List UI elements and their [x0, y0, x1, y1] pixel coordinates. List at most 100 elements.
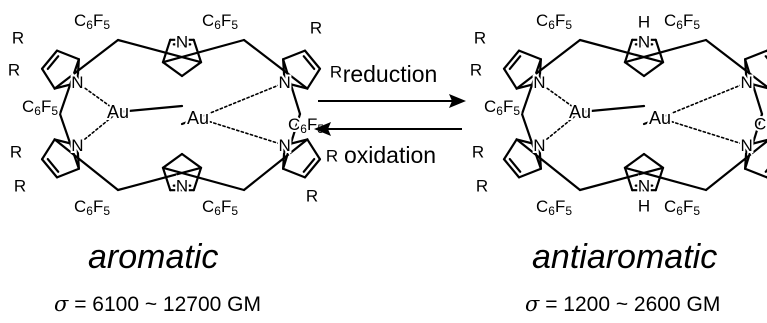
gold-label: Au: [107, 102, 129, 122]
sigma-symbol: σ: [525, 292, 540, 316]
coordination-bond: [76, 111, 119, 147]
nitrogen-label: N: [71, 73, 83, 92]
hydrogen-label: H: [638, 13, 650, 32]
ring-bond: [502, 138, 518, 161]
meso-bond: [116, 38, 203, 64]
nitrogen-label: N: [176, 177, 188, 196]
coordination-bond: [659, 117, 748, 147]
ring-double-bond: [46, 157, 60, 173]
forward-arrow-head: [449, 94, 466, 108]
meso-bond: [704, 38, 767, 89]
ring-bond: [180, 152, 203, 169]
ring-bond: [745, 81, 767, 90]
ring-bond: [745, 138, 767, 147]
ring-bond: [303, 49, 322, 70]
ring-bond: [654, 166, 665, 192]
ring-double-bond: [302, 157, 316, 173]
meso-bond: [161, 166, 246, 192]
sigma-symbol: σ: [54, 292, 69, 316]
ring-bond: [744, 49, 767, 61]
meso-bond: [515, 138, 582, 192]
nitrogen-label: N: [740, 136, 752, 155]
ring-bond: [53, 81, 79, 90]
sigma-range: = 1200 ~ 2600 GM: [545, 293, 721, 316]
pentafluorophenyl-label: C6F5: [536, 197, 572, 219]
ring-bond: [623, 166, 634, 192]
nitrogen-label: N: [71, 136, 83, 155]
meso-bond: [161, 38, 246, 64]
ring-bond: [282, 49, 307, 61]
meso-bond: [520, 112, 542, 170]
pentafluorophenyl-label: C6F5: [664, 197, 700, 219]
substituent-label: R: [306, 187, 318, 206]
ring-bond: [623, 61, 646, 78]
ring-bond: [192, 166, 203, 192]
ring-double-bond: [508, 157, 522, 173]
meso-bond: [520, 58, 542, 116]
coordination-bond: [197, 117, 286, 147]
equilibrium-arrows: reduction oxidation: [314, 61, 466, 168]
ring-double-bond: [46, 55, 60, 71]
ring-bond: [502, 67, 518, 90]
coordination-bond: [76, 81, 119, 113]
gold-label: Au: [649, 108, 671, 128]
ring-bond: [55, 49, 80, 61]
ring-bond: [40, 138, 56, 161]
meso-bond: [242, 138, 309, 192]
meso-bond: [744, 112, 764, 170]
substituent-label: R: [472, 143, 484, 162]
meso-bond: [58, 58, 80, 116]
ring-double-bond: [302, 55, 316, 71]
ring-double-bond: [508, 55, 522, 71]
pentafluorophenyl-label: C6F5: [74, 197, 110, 219]
ring-bond: [283, 138, 309, 147]
gold-carbon-bond: [180, 116, 200, 126]
substituent-label: R: [474, 29, 486, 48]
ring-bond: [161, 38, 172, 64]
nitrogen-label: N: [638, 33, 650, 52]
meso-bond: [53, 38, 120, 90]
oxidation-label: oxidation: [344, 142, 436, 168]
coordination-bond: [197, 81, 286, 119]
meso-bond: [578, 38, 665, 64]
meso-bond: [515, 38, 582, 90]
coordination-bond: [538, 81, 581, 113]
ring-bond: [192, 38, 203, 64]
right-molecule: NNNNAuAuNNHHRRRRRRRRC6F5C6F5C6F5C6FC6F5C…: [468, 9, 767, 220]
nitrogen-label: N: [176, 33, 188, 52]
ring-bond: [306, 67, 322, 90]
ring-bond: [55, 167, 80, 179]
nitrogen-label: N: [533, 136, 545, 155]
ring-bond: [502, 158, 521, 179]
aromatic-label: aromatic: [88, 238, 219, 276]
meso-bond: [744, 58, 764, 116]
ring-bond: [515, 138, 541, 147]
meso-bond: [58, 112, 80, 170]
ring-bond: [282, 167, 307, 179]
substituent-label: R: [12, 29, 24, 48]
nitrogen-label: N: [278, 136, 290, 155]
meso-bond: [282, 112, 302, 170]
hydrogen-label: H: [638, 197, 650, 216]
meso-bond: [623, 38, 708, 64]
ring-bond: [642, 152, 665, 169]
ring-bond: [502, 49, 521, 70]
ring-bond: [40, 49, 59, 70]
ring-bond: [283, 81, 309, 90]
nitrogen-label: N: [278, 73, 290, 92]
pentafluorophenyl-label: C6F5: [288, 115, 324, 137]
reduction-label: reduction: [343, 61, 438, 87]
meso-bond: [704, 139, 767, 192]
meso-bond: [578, 166, 665, 192]
coordination-bond: [538, 111, 581, 147]
gold-label: Au: [187, 108, 209, 128]
ring-bond: [517, 167, 542, 179]
ring-bond: [40, 158, 59, 179]
ring-bond: [40, 67, 56, 90]
left-molecule: NNNNAuAuNNRRRRRRRRC6F5C6F5C6F5C6F5C6F5C6…: [6, 9, 344, 221]
pentafluorophenyl-label: C6F5: [202, 11, 238, 33]
pentafluorophenyl-label: C6F5: [484, 97, 520, 119]
meso-bond: [282, 58, 302, 116]
ring-bond: [515, 81, 541, 90]
